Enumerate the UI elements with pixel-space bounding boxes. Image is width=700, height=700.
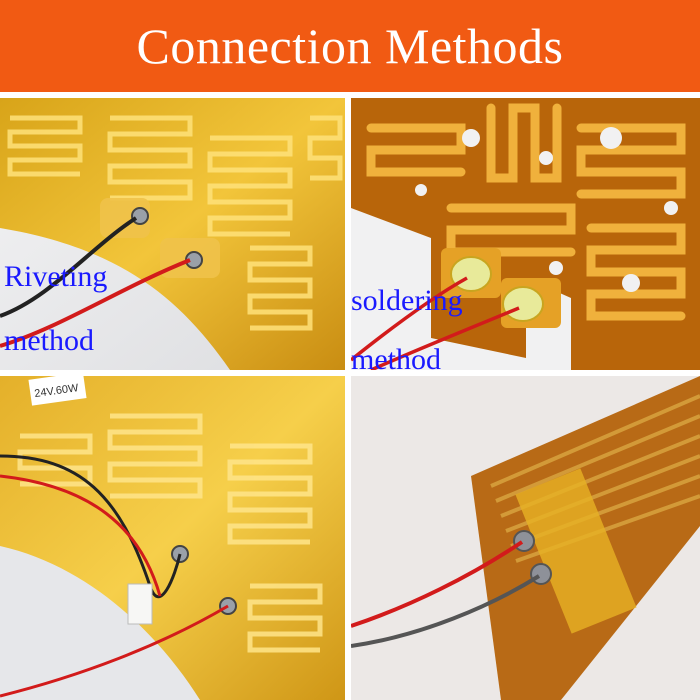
red-wire	[351, 540, 524, 628]
heater-trace	[17, 413, 323, 653]
photo-riveting	[0, 98, 345, 370]
soldering-caption: soldering	[351, 284, 463, 317]
black-wire	[0, 216, 138, 318]
heater-film	[0, 98, 345, 370]
white-connector	[127, 583, 153, 625]
title-banner: Connection Methods	[0, 0, 700, 92]
red-wire	[351, 276, 468, 362]
red-wire	[0, 604, 229, 698]
perforation-holes	[415, 127, 678, 292]
black-wire	[0, 454, 182, 598]
rivet	[131, 207, 149, 225]
solder-pad	[502, 286, 544, 322]
photo-stud-terminals	[351, 376, 700, 700]
kapton-tape	[515, 468, 637, 634]
banner-title: Connection Methods	[136, 18, 564, 74]
red-wire	[0, 258, 191, 348]
red-wire	[0, 474, 162, 597]
soldering-caption-line2: method	[351, 343, 441, 376]
stud-terminal	[513, 530, 535, 552]
red-wire	[370, 306, 520, 370]
gray-wire	[351, 574, 541, 648]
photo-riveting-connector: 24V.60W	[0, 376, 345, 700]
heater-trace	[7, 115, 343, 331]
riveting-caption-line2: method	[4, 324, 94, 357]
riveting-caption: Riveting	[4, 260, 108, 293]
heater-trace	[366, 103, 686, 321]
spec-sticker	[28, 376, 87, 406]
photo-soldering	[351, 98, 700, 370]
